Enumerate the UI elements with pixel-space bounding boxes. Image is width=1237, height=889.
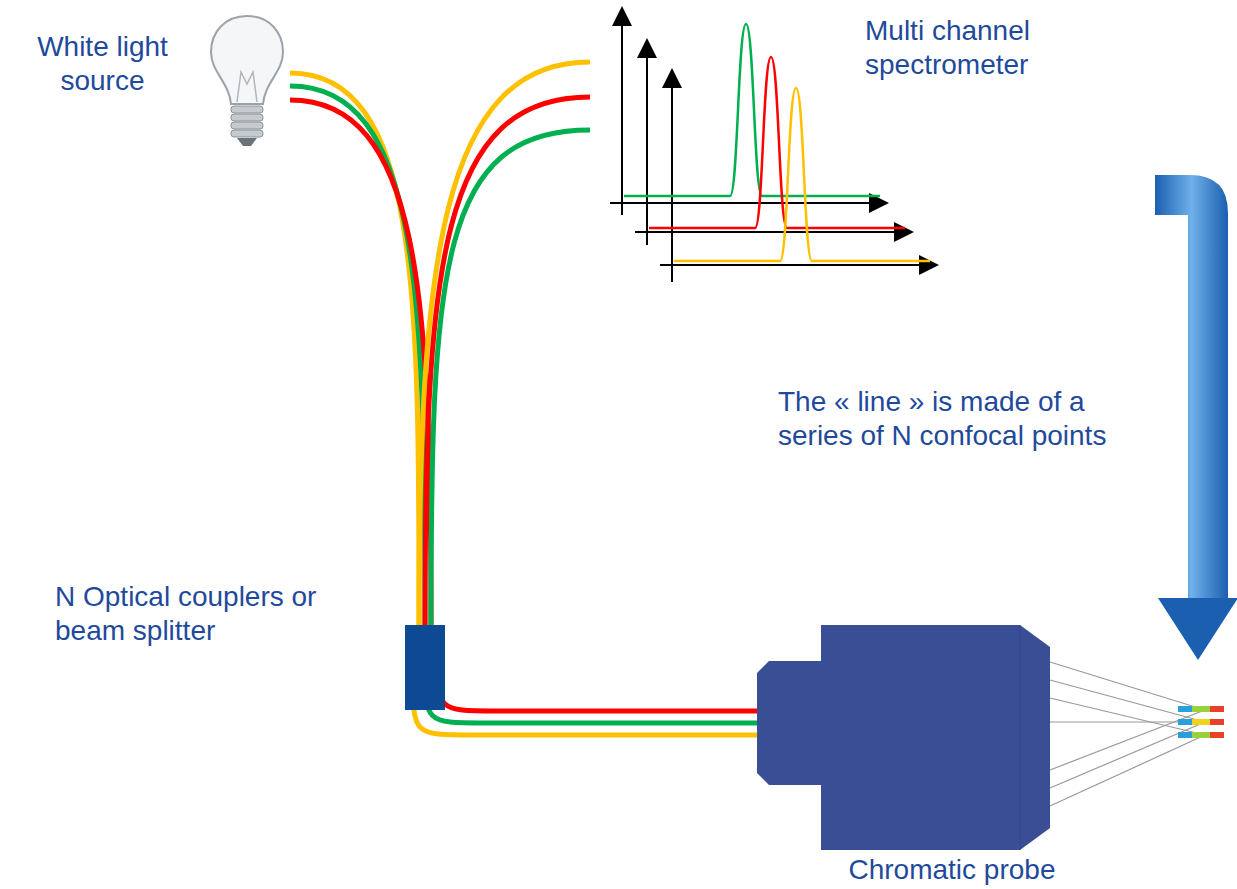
bent-arrow: [1155, 175, 1237, 660]
optical-fiber: [413, 651, 757, 735]
optical-fiber: [419, 62, 590, 625]
spectrometer: Multi channel spectrometer: [600, 0, 1110, 290]
light-source: White light source: [15, 10, 290, 150]
node-label: N Optical couplers or beam splitter: [55, 580, 325, 648]
light-bulb: [207, 12, 287, 148]
note-text: The « line » is made of a series of N co…: [778, 385, 1108, 453]
optical-fiber: [290, 73, 431, 625]
node-label: White light source: [15, 30, 190, 98]
chromatic-probe: Chromatic probe: [755, 625, 1050, 850]
coupler-box: N Optical couplers or beam splitter: [405, 625, 445, 710]
probe-body: [755, 625, 1050, 850]
node-label: Multi channel spectrometer: [865, 14, 1095, 82]
node-label: Chromatic probe: [802, 853, 1102, 887]
confocal-points: [1178, 706, 1224, 738]
